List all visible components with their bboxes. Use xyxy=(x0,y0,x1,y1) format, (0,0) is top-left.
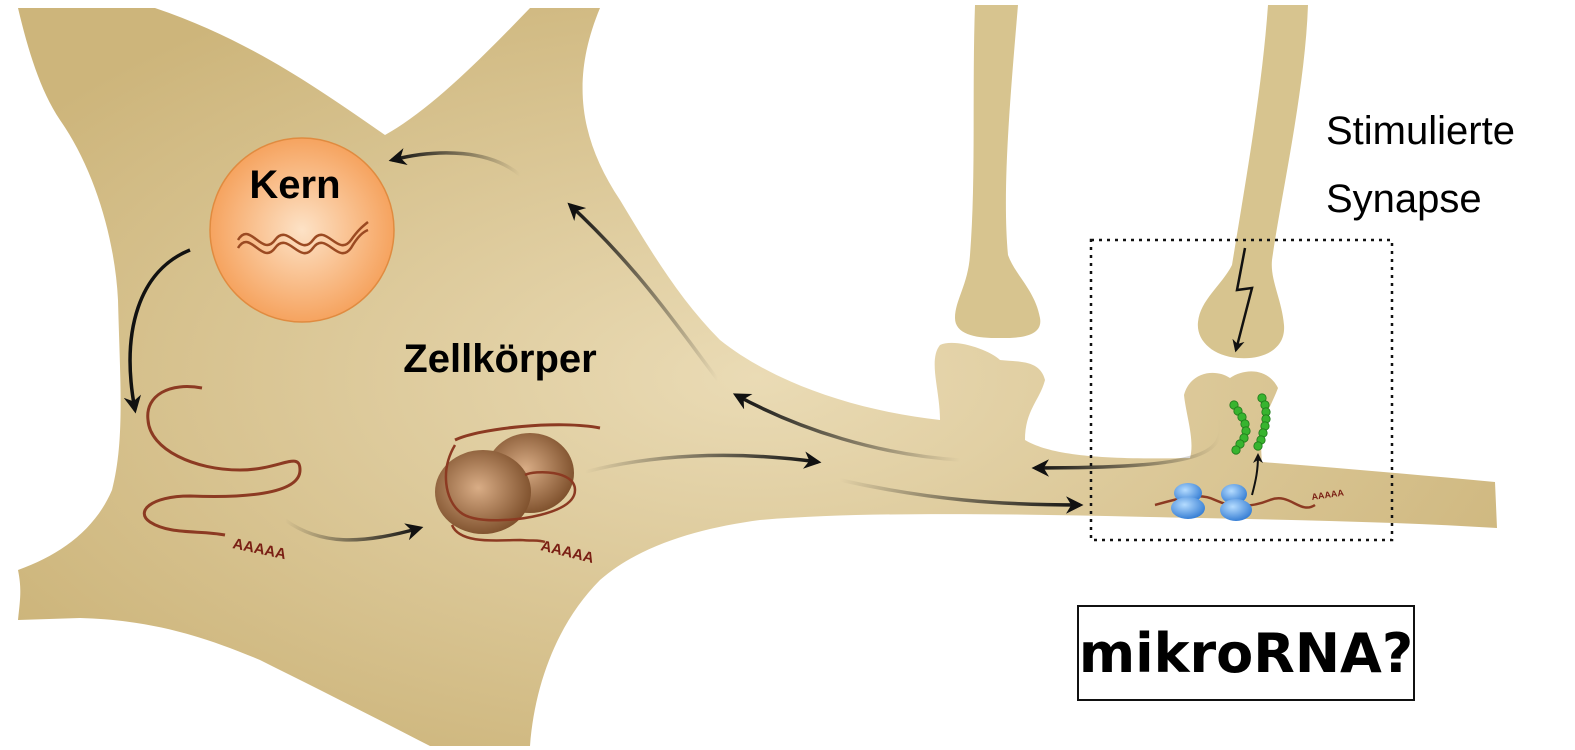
mikrorna-question-box: mikroRNA? xyxy=(1077,605,1415,701)
ribosome-small-subunit xyxy=(435,450,531,534)
nucleus-label: Kern xyxy=(249,163,340,207)
stimulated-label-line1: Stimulierte xyxy=(1326,109,1515,153)
mikrorna-question-label: mikroRNA? xyxy=(1079,622,1413,685)
receptor-ribosome-1 xyxy=(1171,483,1205,519)
nucleus: Kern xyxy=(210,138,394,322)
cell-body-label: Zellkörper xyxy=(403,337,596,381)
stimulated-label-line2: Synapse xyxy=(1326,177,1482,221)
presynaptic-axons xyxy=(955,5,1308,358)
